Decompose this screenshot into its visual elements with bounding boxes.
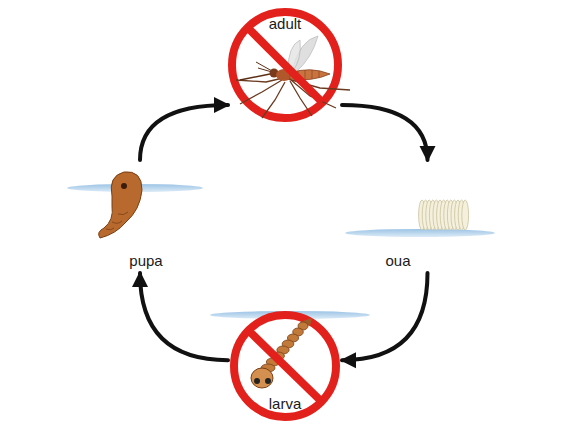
egg (462, 200, 469, 230)
larva-figure (210, 311, 370, 417)
stage-label: larva (267, 396, 304, 413)
cycle-arrow (140, 105, 228, 160)
pupa-figure (67, 172, 203, 238)
stage-node: larva (228, 312, 342, 424)
stage-node: adult (228, 8, 342, 122)
egg-raft (345, 200, 495, 237)
stage-label: pupa (127, 253, 164, 270)
stage-node: oua (345, 160, 495, 273)
stage-label: adult (267, 16, 304, 33)
cycle-arrow (342, 273, 428, 360)
adult-mosquito (232, 12, 350, 118)
cycle-arrow (342, 105, 428, 160)
stage-label: oua (383, 253, 412, 270)
stage-node: pupa (72, 160, 208, 273)
cycle-arrow (140, 273, 228, 360)
